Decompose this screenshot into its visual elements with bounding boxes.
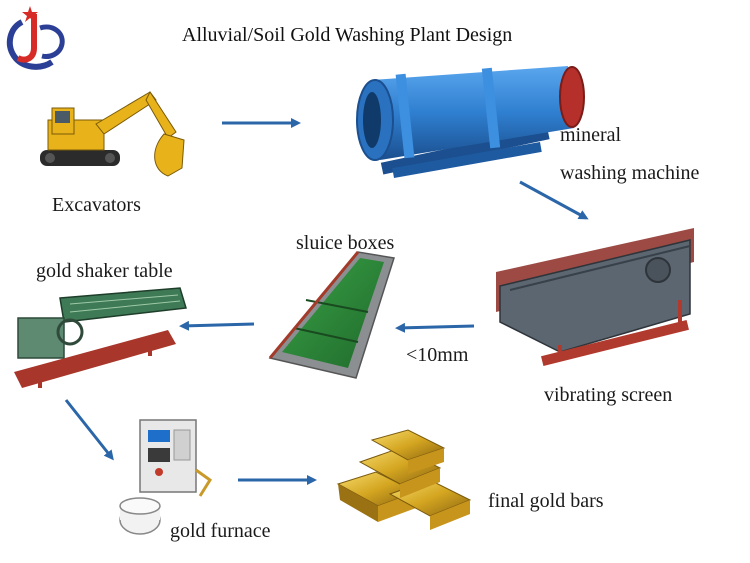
arrow-screen-to-sluice (395, 322, 475, 333)
mineral-label: mineral (560, 124, 622, 146)
arrow-shaker-to-furnace (64, 399, 114, 461)
sluice-boxes-image (268, 251, 395, 379)
gold-bars-image (336, 429, 472, 530)
gold-shaker-table-image (14, 287, 187, 388)
excavator-image (40, 90, 185, 177)
gold-bars-label: final gold bars (488, 490, 604, 512)
vibrating-screen-label: vibrating screen (544, 384, 673, 406)
diagram-title: Alluvial/Soil Gold Washing Plant Design (182, 24, 513, 46)
company-logo (6, 6, 65, 70)
shaker-table-label: gold shaker table (36, 260, 173, 282)
excavators-label: Excavators (52, 194, 141, 216)
mineral-washing-machine-image (356, 66, 585, 178)
sluice-boxes-label: sluice boxes (296, 232, 395, 254)
size-label: <10mm (406, 344, 469, 366)
gold-furnace-image (119, 419, 213, 535)
gold-furnace-label: gold furnace (170, 520, 271, 542)
arrow-washer-to-screen (519, 180, 589, 220)
flow-arrows (64, 118, 589, 485)
washing-machine-label: washing machine (560, 162, 700, 184)
vibrating-screen-image (496, 228, 694, 366)
arrow-sluice-to-shaker (179, 320, 255, 331)
